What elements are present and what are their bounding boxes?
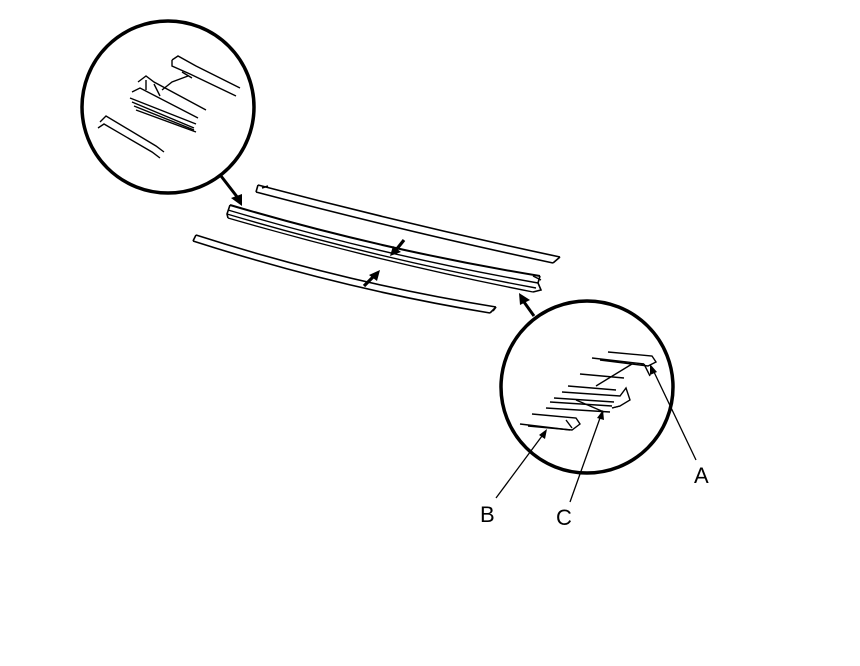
pointer-arrow-lower-right [519, 293, 536, 317]
leader-line-a [650, 364, 697, 461]
callout-label-a: A [694, 463, 709, 488]
assembly-arrow-up [362, 270, 380, 288]
rubber-blade-element [226, 204, 543, 293]
detail-bottom-strip [97, 115, 165, 159]
pointer-arrow-upper-left [219, 175, 242, 206]
leader-line-b [495, 429, 547, 499]
bottom-spline-strip [192, 234, 497, 314]
detail-circle-upper-left [80, 19, 256, 195]
detail-top-strip [171, 55, 241, 97]
detail-blade-part-c [545, 363, 633, 413]
top-spline-strip [255, 184, 561, 264]
callout-label-c: C [556, 505, 572, 530]
detail-strip-part-b [519, 413, 581, 431]
detail-blade-assembly [129, 75, 207, 133]
detail-circle-lower-right [499, 299, 675, 475]
callout-label-b: B [480, 502, 495, 527]
leader-line-c [569, 410, 604, 503]
assembly-arrow-down [390, 239, 406, 256]
